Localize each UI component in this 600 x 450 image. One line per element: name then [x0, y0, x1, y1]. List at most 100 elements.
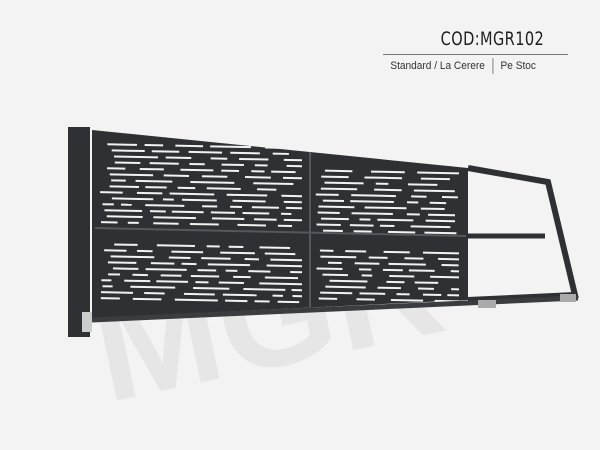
slat	[407, 183, 438, 186]
slat	[371, 170, 405, 174]
slat	[201, 175, 228, 178]
slat	[318, 205, 355, 209]
product-code: COD:MGR102	[440, 28, 545, 50]
slat	[183, 292, 215, 296]
slat	[156, 244, 195, 248]
slat	[413, 189, 455, 193]
slat	[321, 217, 349, 221]
slat	[321, 175, 349, 179]
slat	[136, 191, 163, 195]
slat	[242, 212, 270, 215]
slat	[153, 216, 196, 220]
slat	[107, 143, 138, 146]
slat	[266, 264, 303, 268]
slat	[239, 157, 269, 161]
slat	[430, 275, 460, 279]
panel-divider	[94, 227, 467, 237]
slat	[420, 177, 450, 181]
wheel-right	[560, 294, 576, 302]
slat	[243, 288, 286, 291]
slat	[329, 279, 368, 283]
slat	[206, 187, 241, 190]
slat	[109, 185, 140, 188]
slat	[222, 293, 257, 297]
slat	[424, 231, 457, 235]
slat	[111, 197, 154, 201]
slat	[112, 267, 139, 270]
slat	[180, 168, 214, 172]
slat	[100, 291, 134, 294]
slat	[245, 176, 271, 179]
wheel-left	[478, 300, 496, 308]
slat	[175, 144, 204, 148]
slat	[153, 222, 179, 225]
slat	[264, 276, 299, 280]
slat	[425, 219, 456, 223]
slat	[207, 263, 251, 267]
slat	[190, 274, 220, 278]
slat	[320, 291, 353, 295]
slat	[211, 217, 245, 221]
slat	[230, 151, 260, 155]
slat	[350, 200, 394, 204]
slat	[264, 252, 296, 256]
slat	[251, 206, 279, 209]
slat	[389, 274, 415, 278]
slat	[111, 149, 145, 153]
slat	[351, 212, 393, 216]
divider	[383, 54, 568, 55]
slat	[135, 179, 173, 183]
slat	[169, 192, 215, 196]
slat	[410, 225, 451, 229]
slat	[417, 171, 460, 175]
slat	[145, 268, 187, 271]
slat	[359, 292, 386, 295]
slat	[201, 257, 231, 260]
gate-extension-frame	[467, 165, 579, 303]
slat	[174, 298, 218, 302]
slat	[408, 269, 435, 272]
slat	[232, 199, 266, 203]
slat	[149, 162, 179, 165]
slat	[190, 180, 235, 184]
slat	[322, 273, 348, 277]
slat	[181, 198, 217, 202]
slat	[388, 262, 426, 266]
slat	[165, 156, 192, 159]
availability-standard: Standard / La Cerere	[383, 58, 494, 74]
slat	[237, 223, 266, 227]
slat	[130, 285, 176, 289]
laser-cut-slats	[100, 143, 460, 304]
slat	[422, 251, 460, 255]
slat	[193, 287, 230, 290]
slat	[188, 150, 223, 154]
slat	[163, 174, 190, 177]
slat	[114, 161, 141, 164]
slat	[428, 213, 456, 217]
slat	[377, 218, 414, 222]
product-info: COD:MGR102 Standard / La Cerere Pe Stoc	[383, 28, 568, 74]
slat	[226, 193, 268, 197]
slat	[110, 255, 155, 259]
slat	[171, 210, 204, 214]
slat	[218, 281, 244, 285]
slat	[132, 297, 162, 301]
bottom-rail	[91, 295, 579, 323]
slat	[104, 209, 143, 213]
slat	[151, 150, 180, 153]
slat	[210, 145, 251, 149]
slat	[387, 230, 416, 234]
slat	[259, 246, 291, 249]
availability-stock: Pe Stoc	[500, 60, 536, 72]
slat	[320, 187, 358, 191]
slat	[107, 261, 137, 264]
slat	[390, 298, 424, 302]
slat	[325, 285, 366, 289]
slat	[383, 250, 410, 254]
slat	[320, 255, 357, 259]
slat	[374, 188, 402, 192]
slat	[220, 251, 255, 255]
sliding-gate	[68, 127, 579, 337]
slat	[324, 169, 353, 173]
